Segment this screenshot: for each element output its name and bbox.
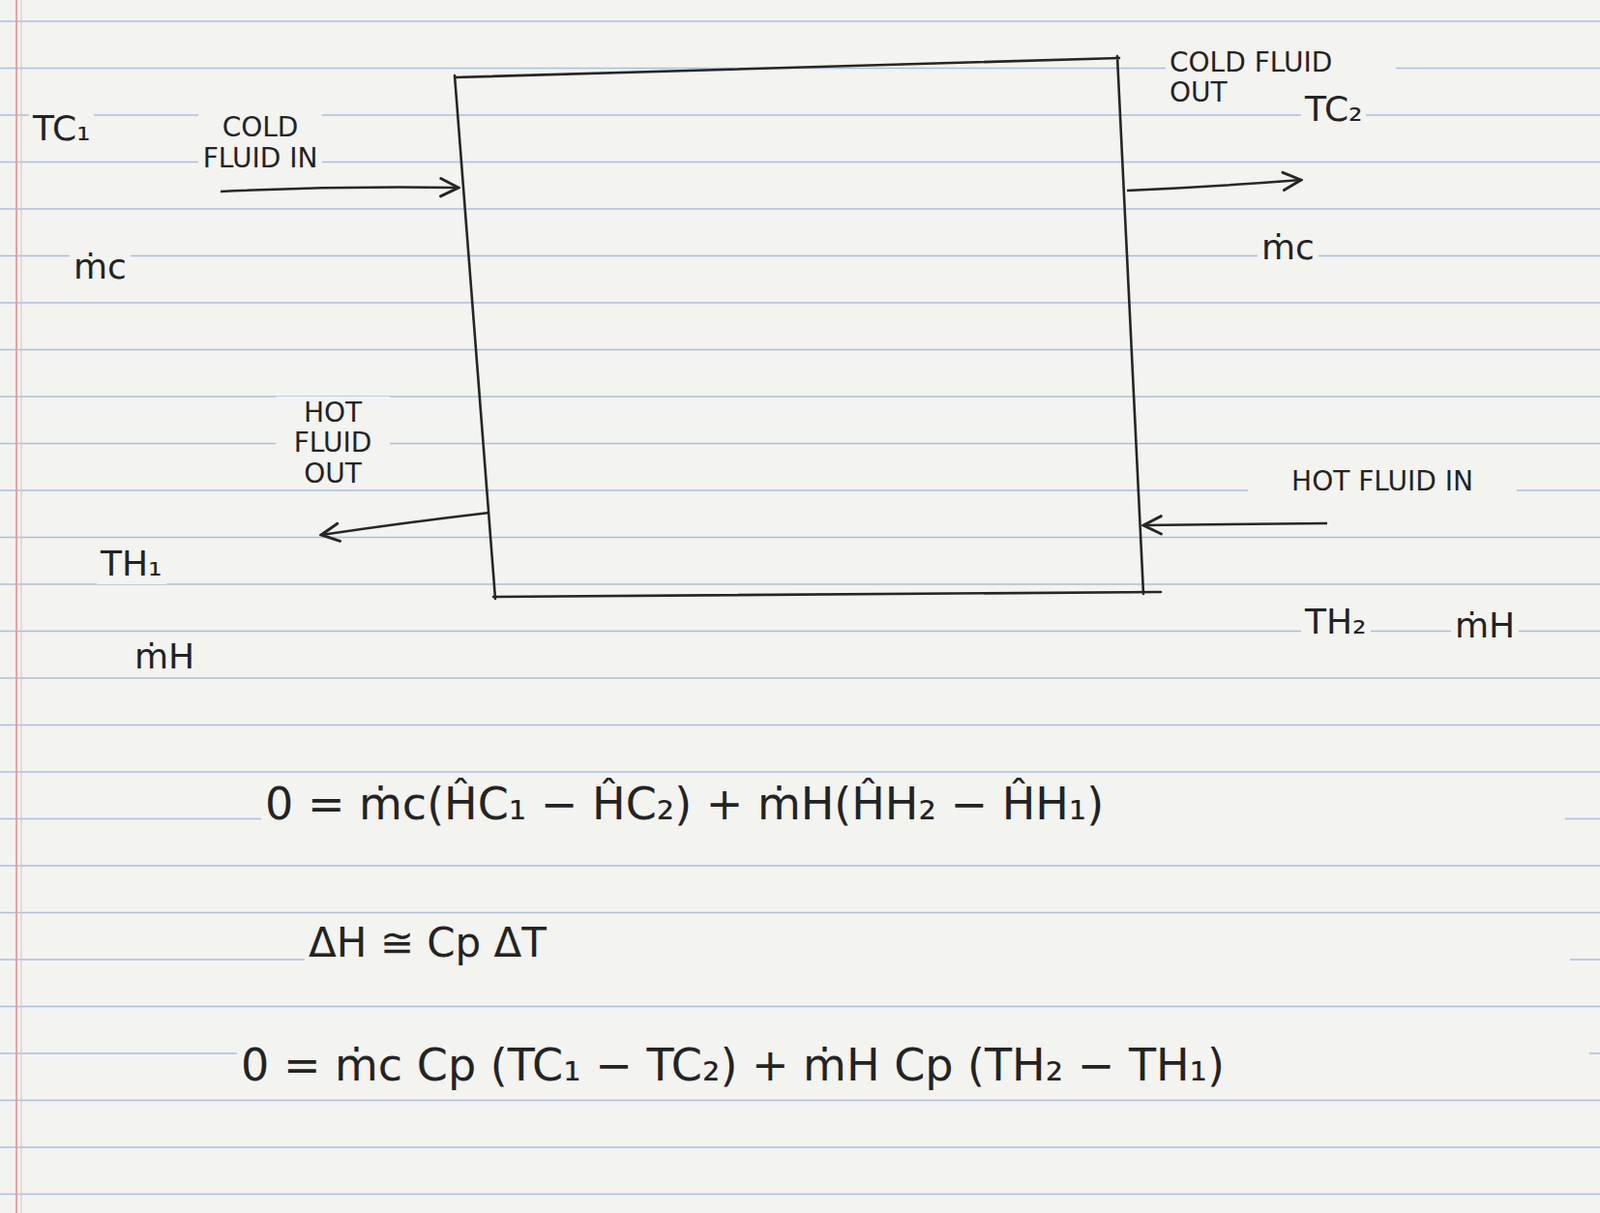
ruled-line: [0, 536, 1600, 539]
energy-balance-equation: 0 = ṁc Cp (TC₁ − TC₂) + ṁH Cp (TH₂ − TH₁…: [237, 1039, 1590, 1093]
ruled-line: [0, 677, 1600, 680]
ruled-line: [0, 1146, 1600, 1149]
enthalpy-approximation: ΔH ≅ Cp ΔT: [304, 918, 1571, 967]
temperature-label: TH₂: [1301, 601, 1371, 643]
heat-exchanger-box: [454, 56, 1161, 599]
flow-arrow: [321, 512, 490, 535]
stream-label: COLD FLUID IN: [198, 111, 323, 175]
temperature-label: TC₁: [29, 108, 94, 149]
ruled-line: [0, 1006, 1600, 1008]
ruled-line: [0, 1193, 1600, 1196]
ruled-line: [0, 255, 1600, 258]
flow-arrow: [1143, 523, 1328, 526]
ruled-line: [0, 20, 1600, 23]
stream-label: HOT FLUID OUT: [275, 396, 390, 490]
ruled-line: [0, 583, 1600, 586]
ruled-lines: [0, 21, 1600, 1195]
flow-arrow: [1126, 179, 1302, 191]
temperature-label: TC₂: [1301, 88, 1366, 130]
ruled-line: [0, 912, 1600, 915]
ruled-line: [0, 724, 1600, 727]
flow-rate-label: ṁc: [1257, 227, 1319, 268]
flow-rate-label: ṁH: [1451, 605, 1519, 647]
ruled-line: [0, 301, 1600, 304]
ruled-line: [0, 207, 1600, 210]
ruled-line: [0, 349, 1600, 352]
margin-line: [15, 0, 18, 1213]
ruled-line: [0, 770, 1600, 773]
ruled-line: [0, 395, 1600, 398]
temperature-label: TH₁: [96, 543, 167, 585]
flow-rate-label: ṁH: [130, 636, 199, 678]
ruled-line: [0, 864, 1600, 867]
margin-line: [21, 0, 23, 1213]
ruled-line: [0, 1099, 1600, 1102]
energy-balance-equation: 0 = ṁc(ĤC₁ − ĤC₂) + ṁH(ĤH₂ − ĤH₁): [261, 778, 1566, 831]
flow-arrow: [220, 187, 459, 193]
flow-rate-label: ṁc: [69, 246, 131, 288]
stream-label: HOT FLUID IN: [1247, 465, 1517, 498]
ruled-line: [0, 443, 1600, 445]
